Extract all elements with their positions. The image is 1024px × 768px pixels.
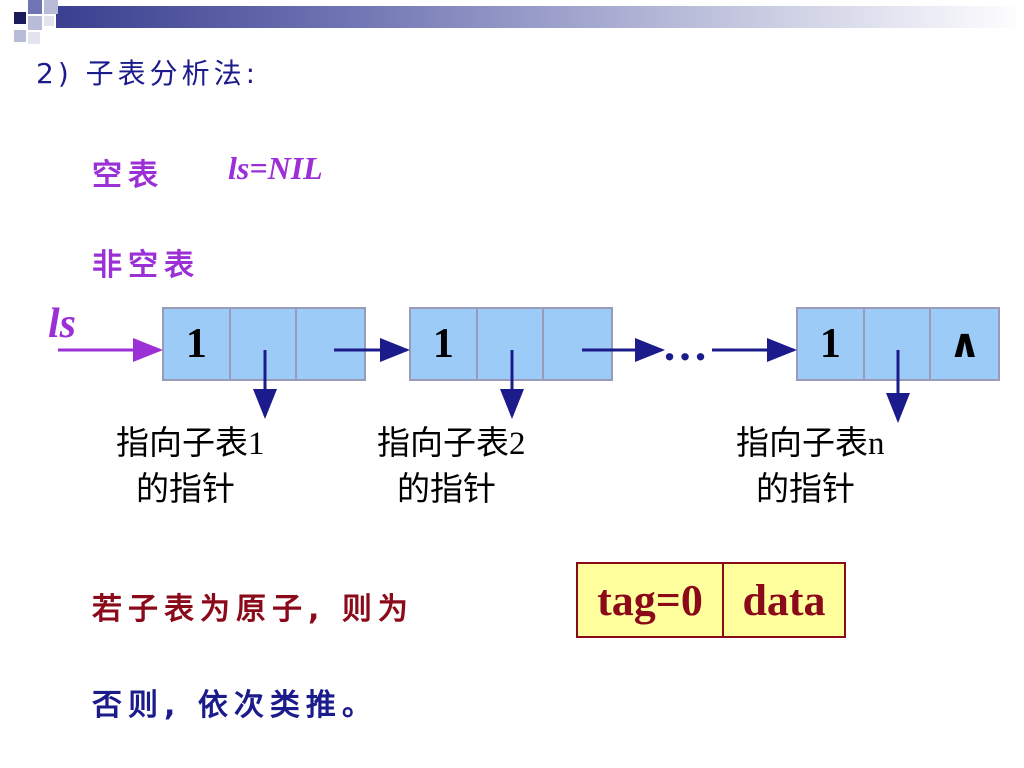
- caption-line1: 指向子表1: [116, 426, 265, 462]
- node-tag-cell: 1: [798, 309, 865, 379]
- ellipsis: …: [662, 319, 708, 370]
- otherwise-text: 否则, 依次类推。: [92, 688, 378, 723]
- atom-tag-cell: tag=0: [578, 564, 724, 636]
- empty-list-label: 空表: [92, 158, 164, 193]
- header-gradient-bar: [56, 6, 1024, 28]
- node-tag-value: 1: [432, 321, 454, 367]
- atom-node: tag=0 data: [576, 562, 846, 638]
- node-tag-value: 1: [185, 321, 207, 367]
- node-tag-cell: 1: [411, 309, 478, 379]
- atom-data-cell: data: [742, 575, 826, 625]
- header-squares-decoration: [0, 0, 80, 60]
- caption-sublist-n: 指向子表n 的指针: [736, 421, 885, 513]
- caption-line1: 指向子表n: [736, 426, 885, 462]
- node-tag-cell: 1: [164, 309, 231, 379]
- slide-heading: 2) 子表分析法:: [36, 57, 260, 90]
- node-tag-value: 1: [819, 321, 841, 367]
- caption-line2: 的指针: [136, 472, 235, 508]
- atom-case-text: 若子表为原子, 则为: [92, 592, 414, 627]
- caption-line1: 指向子表2: [377, 426, 526, 462]
- node-hp-cell: [231, 309, 298, 379]
- empty-list-expression: ls=NIL: [228, 150, 323, 186]
- ls-pointer-label: ls: [48, 301, 77, 347]
- caption-line2: 的指针: [397, 472, 496, 508]
- node-tp-cell: ∧: [931, 309, 998, 379]
- node-hp-cell: [865, 309, 932, 379]
- nonempty-list-label: 非空表: [92, 248, 200, 283]
- caption-sublist-2: 指向子表2 的指针: [377, 421, 526, 513]
- node-hp-cell: [478, 309, 545, 379]
- nil-symbol: ∧: [948, 321, 981, 367]
- caption-line2: 的指针: [756, 472, 855, 508]
- caption-sublist-1: 指向子表1 的指针: [116, 421, 265, 513]
